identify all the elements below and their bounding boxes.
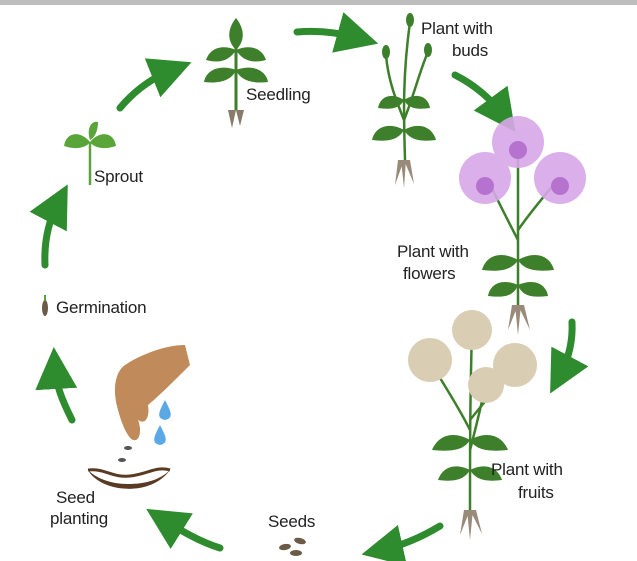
plant-with-fruits-illustration [408,310,537,540]
label-seed-planting-line1: Seed [56,488,95,507]
fruit-heads [408,310,537,403]
arrow-flowers-to-fruits [550,318,589,394]
label-plant-with-buds-line1: Plant with [421,19,493,38]
cycle-arrows [29,12,589,561]
water-drop-icon [154,425,166,445]
label-seedling: Seedling [246,85,311,104]
label-plant-with-fruits-line1: Plant with [491,460,563,479]
arrow-sprout-to-seedling [116,58,192,112]
plant-with-flowers-illustration [459,116,586,335]
water-drop-icon [159,400,171,420]
label-plant-with-buds-line2: buds [452,41,489,60]
seed-planting-illustration [87,345,190,489]
label-germination: Germination [56,298,147,317]
arrow-seedling-to-buds [293,12,379,53]
label-sprout: Sprout [94,167,143,186]
plant-with-buds-illustration [372,13,436,188]
seedling-illustration [204,18,268,128]
arrow-germination-to-sprout [29,184,68,269]
label-plant-with-fruits-line2: fruits [518,483,554,502]
seeds-illustration [279,537,306,556]
top-border [0,0,637,5]
label-plant-with-flowers-line1: Plant with [397,242,469,261]
arrow-fruits-to-seeds [361,522,444,561]
label-plant-with-flowers-line2: flowers [403,264,456,283]
hand-icon [114,345,190,441]
germination-illustration [42,295,48,316]
soil-mound [88,470,170,489]
arrow-seeds-to-planting [146,508,224,552]
arrow-planting-to-germination [35,347,78,424]
arrow-buds-to-flowers [451,71,516,132]
label-seeds: Seeds [268,512,316,531]
label-seed-planting-line2: planting [50,509,108,528]
sprout-illustration [64,121,116,185]
